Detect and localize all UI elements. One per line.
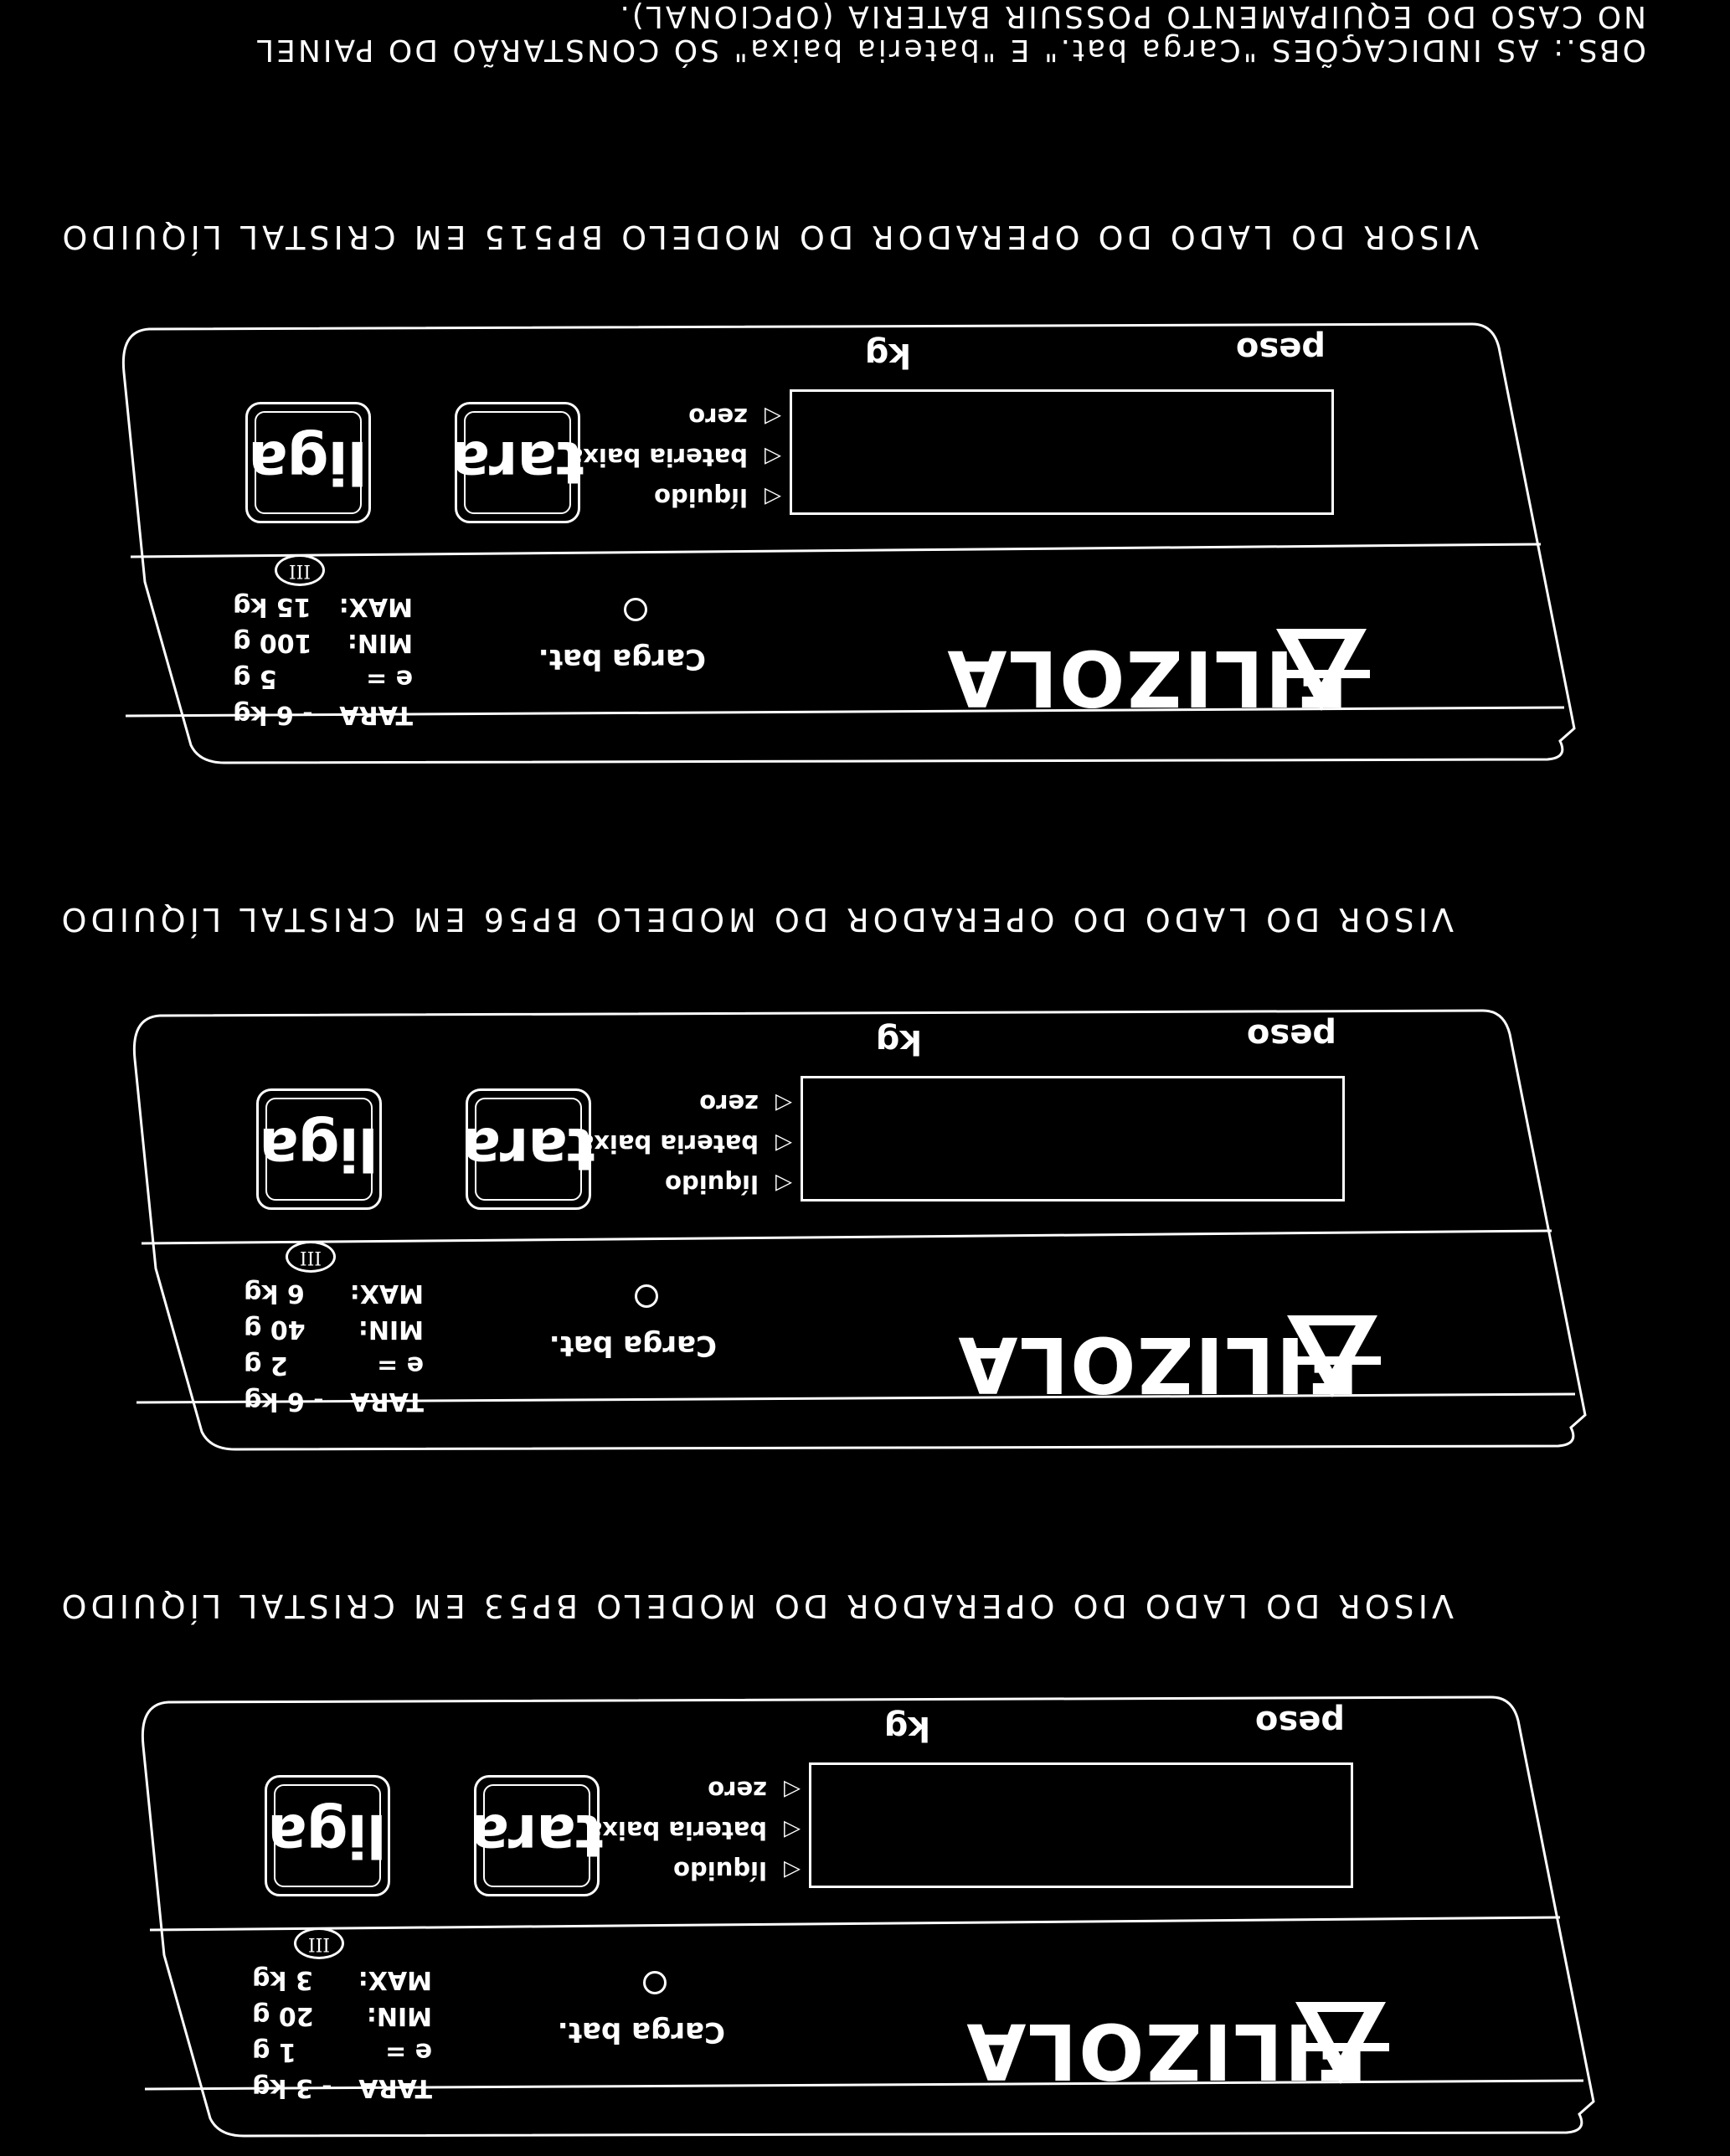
spec-tara: TARA- 6 kg	[233, 700, 413, 729]
accuracy-class-mark: III	[275, 554, 325, 586]
filizola-triangle-icon	[1292, 2002, 1389, 2084]
triangle-icon: ◁	[775, 1171, 792, 1196]
triangle-icon: ◁	[784, 1858, 801, 1883]
indicator-bateria-baixa: ◁bateria baixa	[585, 1816, 801, 1845]
spec-min: MIN:40 g	[244, 1315, 424, 1344]
filizola-triangle-icon	[1273, 629, 1370, 711]
triangle-icon: ◁	[784, 1778, 801, 1803]
spec-e: e =2 g	[244, 1351, 424, 1380]
triangle-icon: ◁	[765, 485, 781, 510]
lcd-display	[790, 389, 1334, 515]
indicator-liquido: ◁líquido	[654, 483, 781, 512]
spec-block: TARA- 6 kg e =2 g MIN:40 g MAX:6 kg	[244, 1275, 424, 1419]
battery-led	[624, 598, 647, 621]
battery-led	[635, 1284, 658, 1308]
lcd-display	[801, 1076, 1345, 1201]
tare-key[interactable]: tara	[451, 402, 584, 523]
spec-tara: TARA- 3 kg	[252, 2073, 432, 2102]
battery-charge-label: Carga bat.	[557, 2015, 725, 2049]
triangle-icon: ◁	[775, 1131, 792, 1156]
indicator-bateria-baixa: ◁bateria baixa	[566, 443, 781, 471]
unit-label: kg	[875, 1022, 922, 1061]
power-key[interactable]: liga	[245, 402, 371, 523]
accuracy-class-mark: III	[294, 1927, 344, 1959]
battery-charge-label: Carga bat.	[548, 1329, 717, 1362]
power-key[interactable]: liga	[265, 1775, 390, 1896]
spec-max: MAX:3 kg	[252, 1965, 432, 1994]
tare-key[interactable]: tara	[471, 1775, 603, 1896]
display-panel-bp515: FILIZOLA Carga bat. TARA- 6 kg e =5 g MI…	[107, 314, 1581, 766]
spec-min: MIN:100 g	[233, 628, 413, 657]
power-key[interactable]: liga	[256, 1088, 382, 1210]
note-line-1: OBS.: AS INDICAÇÕES "Carga bat." E "bate…	[255, 33, 1646, 67]
display-panel-bp53: FILIZOLA Carga bat. TARA- 3 kg e =1 g MI…	[126, 1687, 1600, 2139]
accuracy-class-mark: III	[286, 1241, 336, 1273]
battery-led	[643, 1971, 667, 1994]
battery-charge-label: Carga bat.	[538, 642, 706, 676]
spec-block: TARA- 6 kg e =5 g MIN:100 g MAX:15 kg	[233, 589, 413, 733]
tare-key[interactable]: tara	[462, 1088, 595, 1210]
triangle-icon: ◁	[784, 1818, 801, 1843]
spec-e: e =5 g	[233, 664, 413, 693]
panel-outline	[141, 1695, 1595, 2138]
filizola-triangle-icon	[1284, 1315, 1381, 1397]
triangle-icon: ◁	[765, 404, 781, 430]
brand-logo: FILIZOLA	[945, 629, 1372, 723]
indicator-zero: ◁zero	[699, 1089, 792, 1118]
weight-label: peso	[1235, 330, 1326, 368]
weight-label: peso	[1254, 1703, 1345, 1742]
spec-max: MAX:6 kg	[244, 1279, 424, 1308]
spec-min: MIN:20 g	[252, 2001, 432, 2030]
weight-label: peso	[1246, 1016, 1336, 1055]
lcd-display	[809, 1762, 1353, 1888]
unit-label: kg	[864, 336, 911, 374]
brand-logo: FILIZOLA	[965, 2002, 1391, 2096]
spec-tara: TARA- 6 kg	[244, 1387, 424, 1416]
indicator-liquido: ◁líquido	[673, 1856, 801, 1885]
caption-panel-2: VISOR DO LADO DO OPERADOR DO MODELO BP56…	[57, 901, 1454, 938]
triangle-icon: ◁	[775, 1091, 792, 1116]
indicator-liquido: ◁líquido	[665, 1170, 792, 1198]
brand-logo: FILIZOLA	[956, 1315, 1382, 1409]
indicator-zero: ◁zero	[688, 403, 781, 431]
panel-outline	[132, 1009, 1587, 1451]
spec-e: e =1 g	[252, 2037, 432, 2066]
indicator-bateria-baixa: ◁bateria baixa	[577, 1129, 792, 1158]
display-panel-bp56: FILIZOLA Carga bat. TARA- 6 kg e =2 g MI…	[118, 1001, 1592, 1453]
panel-outline	[121, 322, 1576, 764]
spec-block: TARA- 3 kg e =1 g MIN:20 g MAX:3 kg	[252, 1962, 432, 2106]
triangle-icon: ◁	[765, 445, 781, 470]
caption-panel-1: VISOR DO LADO DO OPERADOR DO MODELO BP51…	[58, 219, 1479, 255]
indicator-zero: ◁zero	[708, 1776, 801, 1804]
spec-max: MAX:15 kg	[233, 592, 413, 621]
caption-panel-3: VISOR DO LADO DO OPERADOR DO MODELO BP53…	[57, 1587, 1454, 1624]
note-line-2: NO CASO DO EQUIPAMENTO POSSUIR BATERIA (…	[617, 0, 1646, 33]
unit-label: kg	[883, 1709, 930, 1747]
